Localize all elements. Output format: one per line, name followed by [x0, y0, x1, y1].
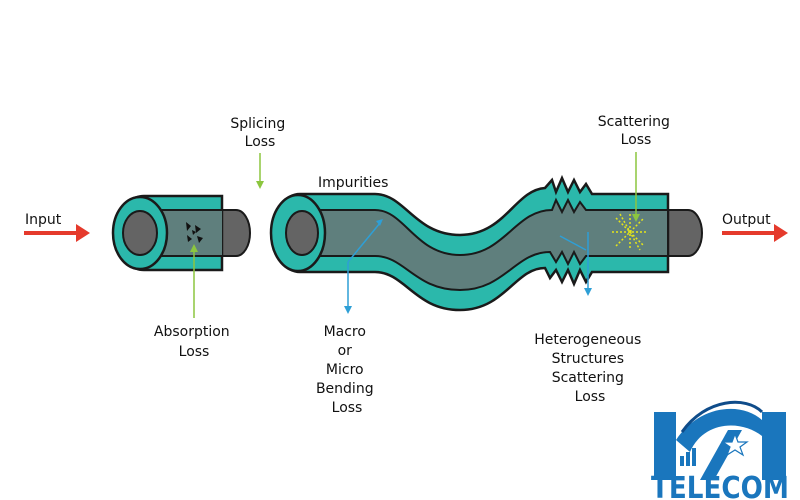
bending-loss-label: Macro or Micro Bending Loss [316, 324, 378, 416]
company-logo: TELECOM [651, 400, 789, 500]
absorption-loss-pointer [190, 244, 198, 318]
heterogeneous-scattering-label: Heterogeneous Structures Scattering Loss [534, 332, 645, 405]
input-arrow [24, 224, 90, 242]
absorption-loss-label: Absorption Loss [154, 324, 234, 360]
left-fiber-segment [111, 194, 251, 272]
logo-pillar-left [654, 412, 676, 480]
logo-pillar-right [762, 412, 786, 480]
right-fiber-segment [269, 174, 703, 312]
scattering-loss-pointer [632, 152, 640, 222]
heterogeneous-scattering-pointer [559, 232, 592, 296]
scattering-loss-label: Scattering Loss [598, 114, 675, 148]
absorption-particles [186, 222, 203, 243]
logo-signal-bars [680, 448, 696, 466]
bending-loss-pointer [344, 219, 383, 314]
splicing-loss-pointer [256, 153, 264, 189]
output-label: Output [722, 212, 771, 228]
logo-wordmark: TELECOM [651, 471, 789, 500]
scattering-marker [612, 213, 648, 251]
splicing-loss-label: Splicing Loss [230, 116, 289, 150]
logo-arch [676, 408, 762, 452]
output-arrow [722, 224, 788, 242]
star-icon [721, 432, 749, 457]
impurities-label: Impurities [318, 175, 388, 191]
input-label: Input [25, 212, 62, 228]
